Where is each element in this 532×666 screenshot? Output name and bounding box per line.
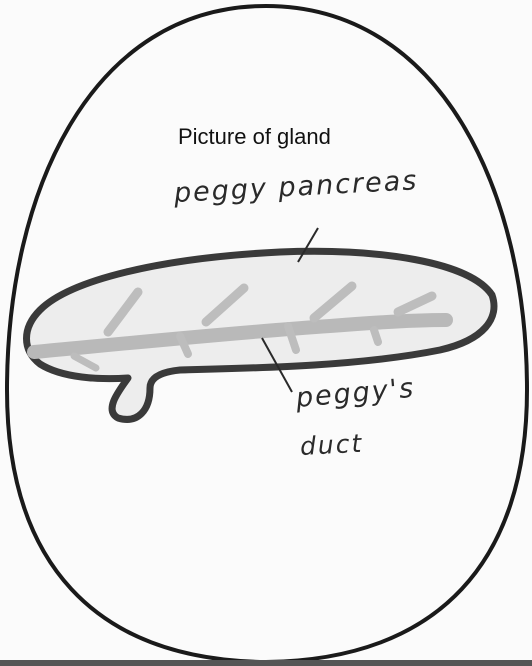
duct-label-line2: duct bbox=[299, 429, 364, 461]
duct-branch bbox=[374, 330, 378, 342]
page-bottom-edge bbox=[0, 660, 532, 666]
diagram-title: Picture of gland bbox=[178, 124, 331, 150]
